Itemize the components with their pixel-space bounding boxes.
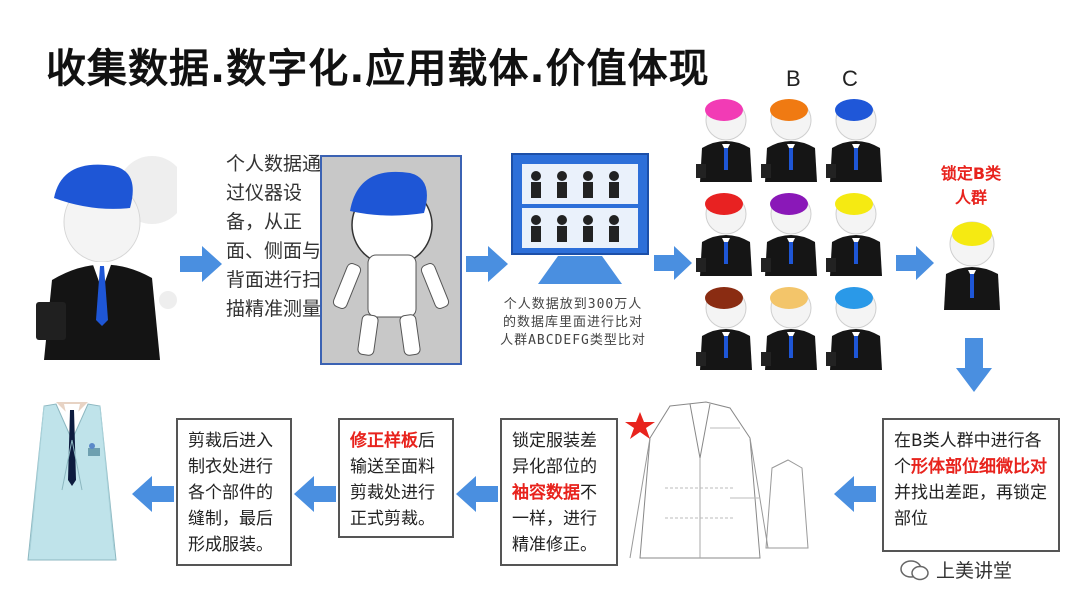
head-cap: [705, 99, 743, 121]
flow-arrow-right-3: [654, 246, 692, 280]
box-revise: 修正样板后输送至面料剪裁处进行正式剪裁。: [338, 418, 454, 538]
head-cap: [705, 287, 743, 309]
locked-figure-b: [944, 221, 1000, 310]
group-grid: [694, 92, 890, 374]
watermark-logo: 上美讲堂: [900, 556, 1012, 583]
page-title: 收集数据.数字化.应用载体.价值体现: [46, 46, 710, 92]
businessman-figure: [36, 156, 177, 360]
box-differ: 锁定服装差异化部位的袖容数据不一样，进行精准修正。: [500, 418, 618, 566]
group-figure-6: [826, 193, 882, 276]
flow-arrow-right-4: [896, 246, 934, 280]
head-cap: [835, 193, 873, 215]
flow-arrow-left-4: [132, 476, 174, 512]
box-differ-part-3: 不一样，进行精准修正。: [512, 483, 597, 555]
group-figure-3: [826, 99, 882, 182]
flow-arrow-left-3: [294, 476, 336, 512]
head-cap: [770, 99, 808, 121]
head-cap: [770, 287, 808, 309]
flow-arrow-right-1: [180, 246, 222, 282]
head-cap: [770, 193, 808, 215]
flow-arrow-right-2: [466, 246, 508, 282]
watermark-text: 上美讲堂: [936, 560, 1013, 582]
group-figure-2: [761, 99, 817, 182]
group-figure-5: [761, 193, 817, 276]
box-revise-part-1: 修正样板: [350, 431, 418, 451]
group-label-b: B: [786, 66, 801, 91]
box-sew-part-1: 剪裁后进入制衣处进行各个部件的缝制，最后形成服装。: [188, 431, 273, 555]
database-monitor: [511, 153, 649, 284]
group-figure-9: [826, 287, 882, 370]
group-label-c: C: [842, 66, 858, 91]
flow-arrow-down: [956, 338, 992, 392]
group-figure-1: [696, 99, 752, 182]
box-differ-part-1: 锁定服装差异化部位的: [512, 431, 597, 477]
flow-arrow-left-1: [834, 476, 876, 512]
box-compare-part-2: 形体部位细微比对: [911, 457, 1047, 477]
box-revise-part-2: 后输送至面料剪裁处进行正式剪裁。: [350, 431, 435, 529]
step-lock-label: 锁定B类人群: [940, 164, 1002, 207]
head-cap: [835, 287, 873, 309]
box-compare-part-3: 并找出差距，再锁定部位: [894, 483, 1047, 529]
head-cap-yellow: [952, 222, 992, 246]
box-compare: 在B类人群中进行各个形体部位细微比对并找出差距，再锁定部位: [882, 418, 1060, 552]
step-database-caption: 个人数据放到300万人的数据库里面进行比对人群ABCDEFG类型比对: [500, 297, 646, 348]
final-suit: [27, 402, 117, 561]
head-cap-blue: [54, 164, 133, 209]
box-differ-part-2: 袖容数据: [512, 483, 580, 503]
step-collect-text: 个人数据通过仪器设备，从正面、侧面与背面进行扫描精准测量: [226, 153, 322, 320]
group-figure-4: [696, 193, 752, 276]
group-figure-8: [761, 287, 817, 370]
scan-panel: [320, 155, 462, 365]
chat-bubble-icon: [900, 559, 929, 580]
head-cap: [705, 193, 743, 215]
flow-arrow-left-2: [456, 476, 498, 512]
star-icon: [625, 412, 655, 439]
box-sew: 剪裁后进入制衣处进行各个部件的缝制，最后形成服装。: [176, 418, 292, 566]
head-cap: [835, 99, 873, 121]
box-compare-part-1: 在B类人群中进行各个: [894, 431, 1042, 477]
garment-spec-drawing: [625, 401, 809, 559]
group-figure-7: [696, 287, 752, 370]
